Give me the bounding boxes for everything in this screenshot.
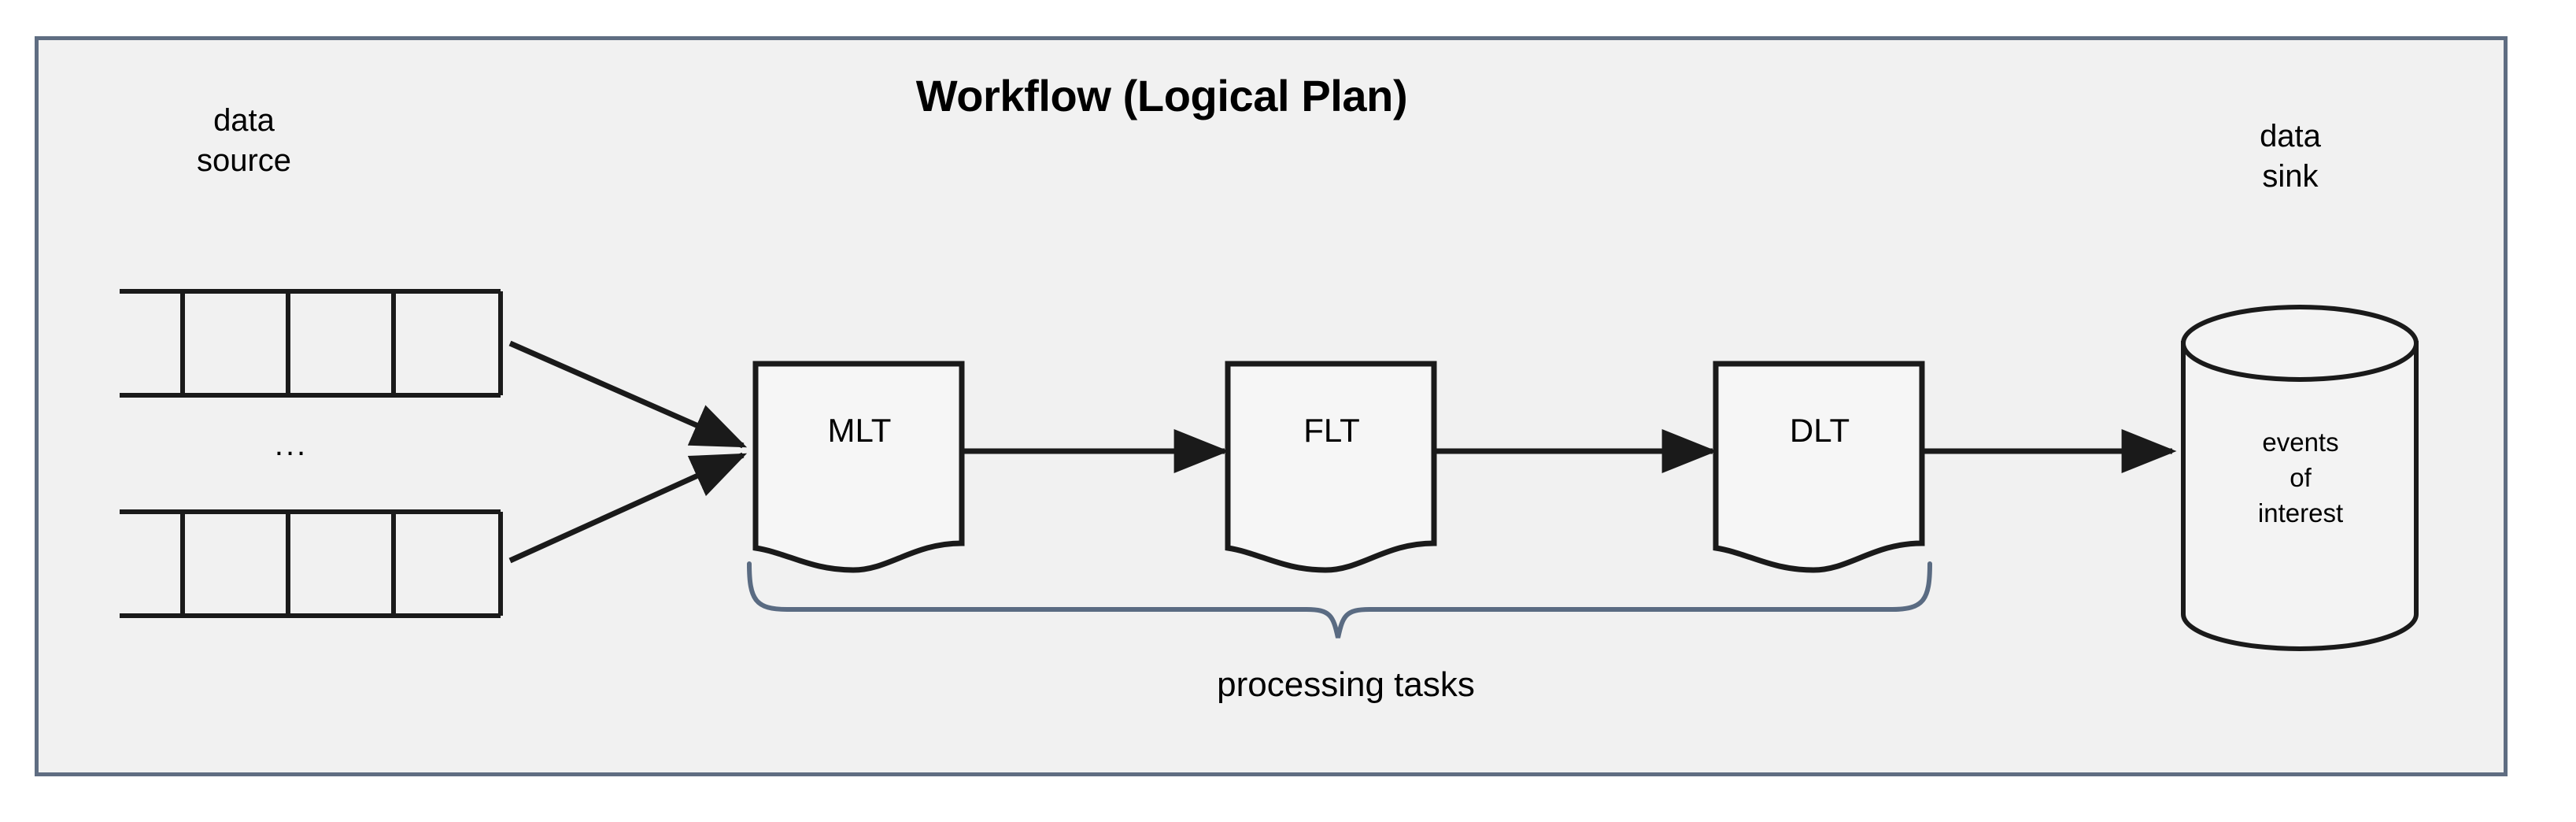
node-label-dlt: DLT [1789, 412, 1850, 449]
data-source-label: data source [87, 101, 401, 181]
sink-text-line1: events [2262, 428, 2339, 457]
data-sink-label-line1: data [2260, 119, 2321, 154]
page-title: Workflow (Logical Plan) [915, 71, 1408, 120]
node-label-flt: FLT [1303, 412, 1360, 449]
data-source-label-line2: source [196, 143, 292, 179]
node-label-mlt: MLT [827, 412, 892, 449]
data-sink-label: data sink [2125, 117, 2456, 197]
processing-tasks-label: processing tasks [1217, 665, 1475, 704]
sink-body-text: events of interest [2171, 425, 2430, 531]
data-sink-label-line2: sink [2262, 159, 2319, 194]
sink-text-line3: interest [2257, 498, 2344, 528]
source-ellipsis: ... [274, 428, 309, 462]
data-source-label-line1: data [213, 103, 275, 138]
sink-text-line2: of [2290, 462, 2312, 492]
